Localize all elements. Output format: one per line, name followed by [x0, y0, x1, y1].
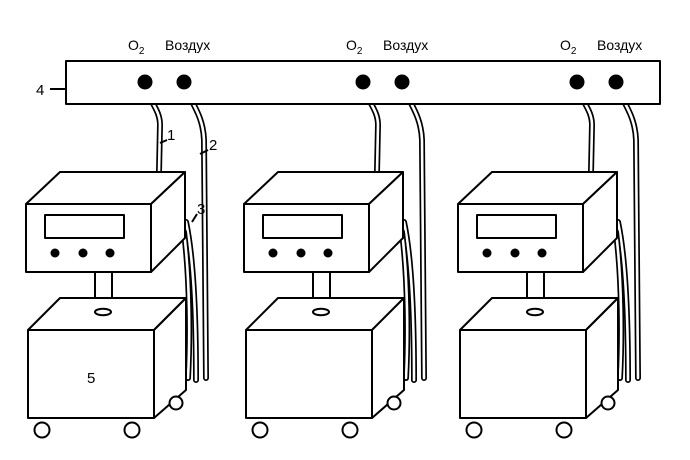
gas-label-group-1: O2 Воздух	[128, 37, 210, 57]
tube-bundle-leader	[191, 213, 198, 223]
wheel-rear-right	[600, 395, 616, 411]
stand-callout: 5	[87, 370, 95, 387]
tube-bundle-callout: 3	[197, 201, 205, 218]
gas-label-group-2: O2 Воздух	[346, 37, 428, 57]
oxygen-port	[569, 74, 585, 90]
monitor-side	[582, 171, 618, 273]
monitor-display	[476, 214, 557, 239]
port-group-3	[569, 74, 624, 90]
monitor-knob-1	[50, 248, 60, 258]
monitor-knob-3	[537, 248, 547, 258]
monitor-side	[150, 171, 186, 273]
bundle-tube-b-core	[182, 230, 191, 380]
stand-side	[153, 297, 187, 419]
monitor-knob-3	[323, 248, 333, 258]
air-port	[608, 74, 624, 90]
wheel-rear-right	[386, 395, 402, 411]
air-port	[394, 74, 410, 90]
station-unit-2	[243, 171, 405, 439]
port-group-2	[355, 74, 410, 90]
air-label: Воздух	[383, 37, 428, 53]
tube-air-leader	[199, 149, 209, 155]
tube-oxygen-leader	[159, 139, 168, 144]
monitor-display	[44, 214, 125, 239]
oxygen-label: O2	[560, 37, 577, 57]
stand-front	[245, 329, 373, 419]
station-layer	[25, 171, 619, 439]
monitor-knob-3	[105, 248, 115, 258]
station-unit-3	[457, 171, 619, 439]
oxygen-label: O2	[128, 37, 145, 57]
stand-side	[371, 297, 405, 419]
bundle-tube-a-core	[402, 220, 416, 382]
monitor-knob-1	[268, 248, 278, 258]
monitor-knob-2	[510, 248, 520, 258]
bundle-tube-a-core	[616, 220, 630, 382]
manifold-callout: 4	[36, 82, 44, 99]
monitor-knob-1	[482, 248, 492, 258]
bundle-tube-b-core	[614, 230, 623, 380]
wheel-front-left	[251, 421, 269, 439]
column-base	[312, 307, 330, 317]
monitor-knob-2	[78, 248, 88, 258]
monitor-side	[368, 171, 404, 273]
column-base	[526, 307, 544, 317]
outlet-port-layer	[137, 74, 624, 90]
gas-label-group-3: O2 Воздух	[560, 37, 642, 57]
air-label: Воздух	[597, 37, 642, 53]
oxygen-subscript: 2	[571, 46, 577, 57]
monitor-display	[262, 214, 343, 239]
port-group-1	[137, 74, 192, 90]
air-label: Воздух	[165, 37, 210, 53]
monitor-knob-2	[296, 248, 306, 258]
oxygen-port	[355, 74, 371, 90]
bundle-tube-a-core	[184, 220, 198, 382]
oxygen-label: O2	[346, 37, 363, 57]
wheel-rear-right	[168, 395, 184, 411]
column-base	[94, 307, 112, 317]
air-port	[176, 74, 192, 90]
oxygen-subscript: 2	[357, 46, 363, 57]
gas-label-layer: O2 Воздух O2 Воздух O2 Воздух	[128, 37, 642, 57]
oxygen-subscript: 2	[139, 46, 145, 57]
wheel-front-right	[341, 421, 359, 439]
tube-oxygen-callout: 1	[167, 127, 175, 144]
wheel-front-left	[33, 421, 51, 439]
bundle-tube-b-core	[400, 230, 409, 380]
oxygen-port	[137, 74, 153, 90]
wheel-front-left	[465, 421, 483, 439]
stand-front	[459, 329, 587, 419]
stand-side	[585, 297, 619, 419]
tube-air-callout: 2	[209, 137, 217, 154]
wheel-front-right	[123, 421, 141, 439]
station-unit-1	[25, 171, 187, 439]
wheel-front-right	[555, 421, 573, 439]
